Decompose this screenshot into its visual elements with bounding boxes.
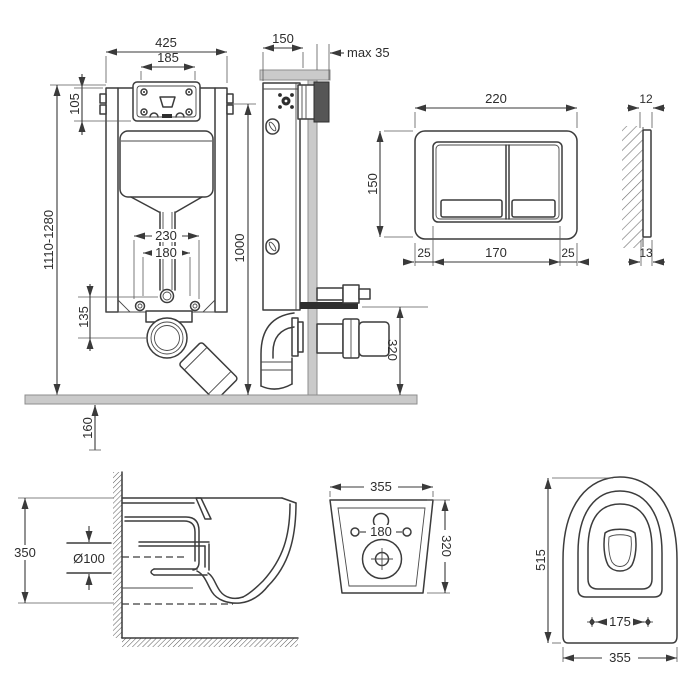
- dim-thickness-bottom: 13: [628, 240, 665, 266]
- dim-seat-bolt-spacing: 175: [587, 614, 653, 629]
- dim-label: 515: [533, 549, 548, 571]
- wall-hatch: [622, 126, 643, 248]
- dim-label: 220: [485, 91, 507, 106]
- dim-label: 1000: [232, 234, 247, 263]
- dim-outlet-height: 320: [362, 306, 428, 395]
- flush-plate-front-view: 220 150 25 170 25: [365, 91, 589, 266]
- dim-label: Ø100: [73, 551, 105, 566]
- dim-top-depth: 515: [533, 477, 613, 644]
- bowl-top-outline: [562, 476, 678, 644]
- frame-front-view: 425 185 105 1110-1280: [39, 35, 238, 451]
- wall-section: [307, 79, 318, 396]
- floor-hatch: [122, 638, 298, 647]
- dim-label: max 35: [347, 45, 390, 60]
- wall-hatch: [113, 472, 122, 638]
- plate-body: [414, 130, 578, 240]
- frame-right-rail: [214, 87, 228, 313]
- dim-plate-width: 220: [414, 91, 578, 128]
- dim-back-height: 320: [427, 499, 454, 594]
- dim-frame-width: 425: [105, 35, 228, 83]
- bolt-hole-left: [350, 527, 360, 537]
- cistern-tank: [119, 130, 214, 213]
- dim-frame-depth: 150: [262, 31, 304, 81]
- dim-label: 230: [155, 228, 177, 243]
- dim-top-width: 355: [562, 647, 678, 665]
- bowl-top-view: 515 175 355: [533, 476, 678, 665]
- dim-label: 355: [609, 650, 631, 665]
- ceiling-rail: [259, 69, 331, 81]
- dim-label: 25: [417, 246, 431, 260]
- bowl-side-view: Ø100 350: [7, 471, 299, 647]
- dim-label: 425: [155, 35, 177, 50]
- dim-label: 13: [639, 246, 653, 260]
- dim-pipe-width: 180: [142, 245, 191, 296]
- flush-plate-side-view: 12 13: [622, 92, 665, 266]
- dim-overall-height: 1110-1280: [39, 84, 106, 395]
- bowl-profile: [121, 497, 297, 605]
- bowl-sump: [603, 528, 637, 572]
- big-flush-button: [440, 199, 503, 218]
- dim-thickness-top: 12: [627, 92, 665, 128]
- frame-side-view: 150 max 35 1000 320: [228, 31, 428, 396]
- dim-body-height: 1000: [228, 103, 256, 395]
- dim-bolt-spacing: 180: [360, 524, 402, 539]
- dim-label: 320: [439, 535, 454, 557]
- dim-panel-width: 185: [140, 50, 196, 80]
- bolt-hole-right: [402, 527, 412, 537]
- dim-mounting-height: 350: [7, 497, 114, 604]
- frame-left-rail: [105, 87, 119, 313]
- dim-label: 150: [272, 31, 294, 46]
- dim-label: 12: [639, 92, 653, 106]
- toilet-outlet-pipe: [316, 318, 390, 359]
- dim-plate-bottom: 25 170 25: [403, 226, 589, 266]
- dim-label: 180: [370, 524, 392, 539]
- bowl-back-view: 180 355 320: [329, 479, 454, 594]
- dim-label: 150: [365, 173, 380, 195]
- dim-label: 160: [80, 417, 95, 439]
- dim-label: 1110-1280: [41, 210, 56, 270]
- flush-unit-icon: [278, 93, 294, 109]
- dim-floor-inset: 160: [80, 405, 101, 451]
- access-panel: [132, 81, 201, 122]
- dim-label: 320: [385, 339, 400, 361]
- small-flush-button: [511, 199, 556, 218]
- dim-label: 180: [155, 245, 177, 260]
- dim-label: 135: [76, 306, 91, 328]
- dim-label: 170: [485, 245, 507, 260]
- dim-label: 175: [609, 614, 631, 629]
- floor-line: [24, 394, 418, 405]
- bowl-back-outline: [329, 499, 434, 594]
- dim-plate-height: 150: [365, 130, 413, 238]
- dim-wall-max: max 35: [316, 44, 390, 80]
- plate-side-profile: [642, 129, 652, 238]
- supply-fittings: [316, 284, 371, 304]
- frame-side-body: [262, 82, 301, 311]
- dim-drain-diameter: Ø100: [66, 526, 112, 590]
- outlet-stub: [300, 302, 358, 309]
- dim-back-width: 355: [329, 479, 434, 497]
- dim-drain-offset: 135: [76, 284, 158, 351]
- plate-block: [313, 81, 330, 123]
- mounting-slot-top: [265, 118, 280, 135]
- dim-bend-width: 230: [133, 228, 200, 299]
- plate-housing: [297, 84, 316, 120]
- dim-label: 350: [14, 545, 36, 560]
- drain-elbow: [146, 317, 238, 401]
- dim-label: 185: [157, 50, 179, 65]
- dim-panel-offset: 105: [67, 74, 131, 135]
- dim-label: 105: [67, 93, 82, 115]
- dim-label: 355: [370, 479, 392, 494]
- outlet-hole: [361, 538, 403, 580]
- side-drain-elbow: [260, 312, 304, 390]
- mounting-slot-bottom: [265, 238, 280, 255]
- dim-label: 25: [561, 246, 575, 260]
- button-frame: [432, 141, 563, 223]
